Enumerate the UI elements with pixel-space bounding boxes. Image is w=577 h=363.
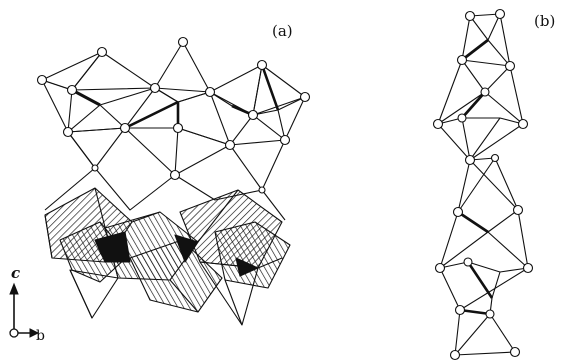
axis-c-label: c: [11, 264, 21, 282]
panel-b-chain: [432, 8, 534, 361]
panel-a-label: (a): [272, 22, 293, 40]
panel-a-structure: [36, 36, 311, 326]
hatched-octahedra-layer: [44, 187, 291, 313]
axis-b-label: b: [36, 328, 45, 344]
axis-indicator: [9, 282, 40, 338]
bottom-tetrahedra: [69, 257, 283, 326]
upper-tetrahedra-layer: [41, 41, 306, 221]
panel-b-label: (b): [534, 12, 556, 30]
atoms-panel-a: [36, 36, 311, 194]
atoms-panel-b: [432, 8, 534, 361]
